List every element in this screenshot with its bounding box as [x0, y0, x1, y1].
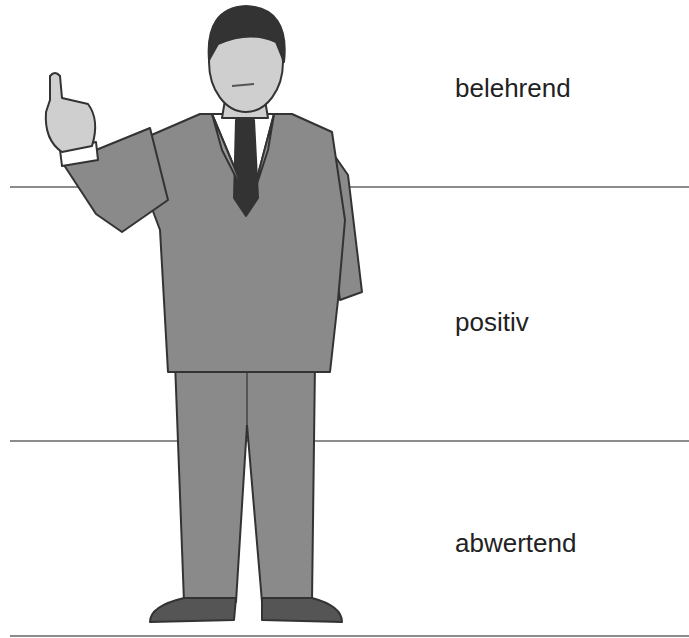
band-label: abwertend — [455, 528, 576, 559]
man-figure — [46, 6, 362, 622]
band-label: positiv — [455, 307, 529, 338]
band-label: belehrend — [455, 73, 571, 104]
